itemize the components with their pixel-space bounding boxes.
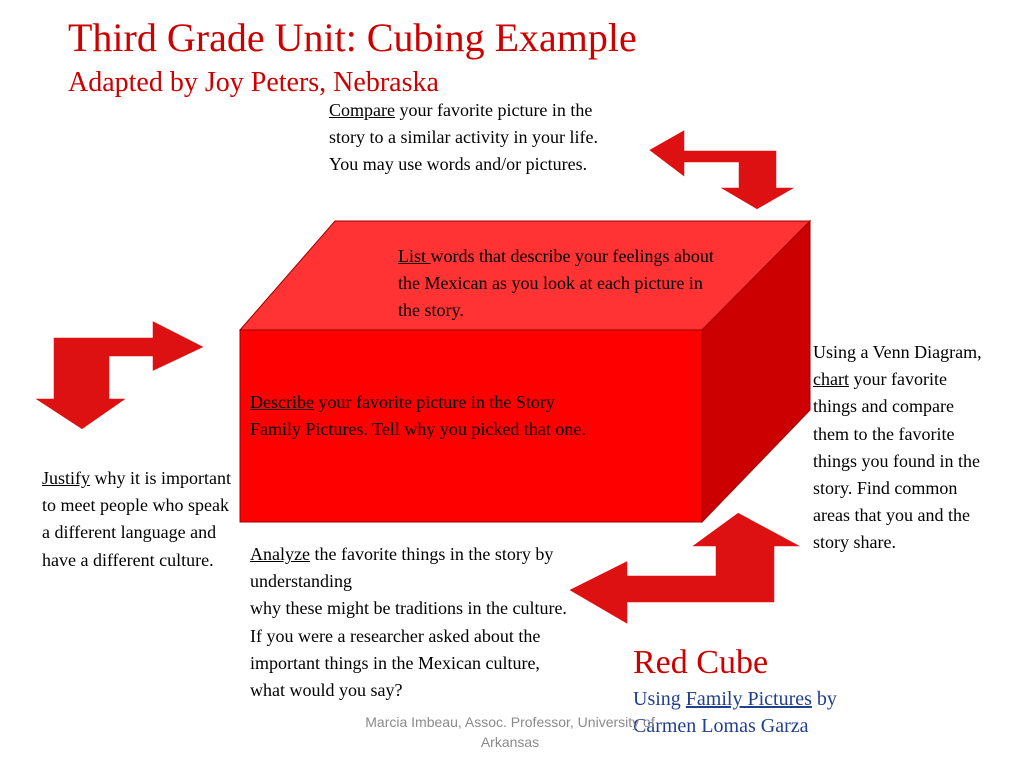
analyze-prompt: Analyze the favorite things in the story… [250, 541, 570, 704]
analyze-text-1: the favorite things in the story by unde… [250, 544, 554, 592]
justify-text: why it is important to meet people who s… [42, 468, 232, 570]
arrow-left [30, 318, 207, 431]
analyze-text-2: why these might be traditions in the cul… [250, 598, 567, 701]
compare-text: your favorite picture in the story to a … [329, 100, 598, 175]
footer-credit: Marcia Imbeau, Assoc. Professor, Univers… [365, 714, 655, 750]
venn-keyword: chart [813, 369, 849, 390]
arrow-bottom-right [566, 511, 804, 627]
analyze-keyword: Analyze [250, 544, 310, 564]
describe-prompt: Describe your favorite picture in the St… [250, 389, 600, 443]
list-keyword: List [398, 246, 431, 266]
book-title: Family Pictures [685, 688, 812, 710]
describe-text: your favorite picture in the Story Famil… [250, 392, 586, 440]
red-cube-author: by Carmen Lomas Garza [633, 688, 837, 737]
red-cube-title: Red Cube [633, 644, 769, 681]
arrow-top-right [646, 127, 800, 211]
venn-prompt: Using a Venn Diagram, chart your favorit… [813, 339, 993, 557]
describe-keyword: Describe [250, 392, 314, 412]
slide-subtitle: Adapted by Joy Peters, Nebraska [68, 67, 439, 98]
red-cube-using: Using [633, 688, 686, 710]
list-text: words that describe your feelings about … [398, 246, 714, 321]
justify-keyword: Justify [42, 468, 91, 488]
slide-title: Third Grade Unit: Cubing Example [68, 15, 637, 60]
red-cube-subtitle: Using Family Pictures by Carmen Lomas Ga… [633, 686, 893, 740]
compare-keyword: Compare [329, 100, 395, 120]
venn-prefix: Using a Venn Diagram, [813, 342, 982, 362]
list-prompt: List words that describe your feelings a… [398, 243, 718, 325]
compare-prompt: Compare your favorite picture in the sto… [329, 97, 619, 179]
venn-text: your favorite things and compare them to… [813, 369, 980, 553]
cube-front-face [239, 329, 703, 523]
justify-prompt: Justify why it is important to meet peop… [42, 465, 232, 574]
